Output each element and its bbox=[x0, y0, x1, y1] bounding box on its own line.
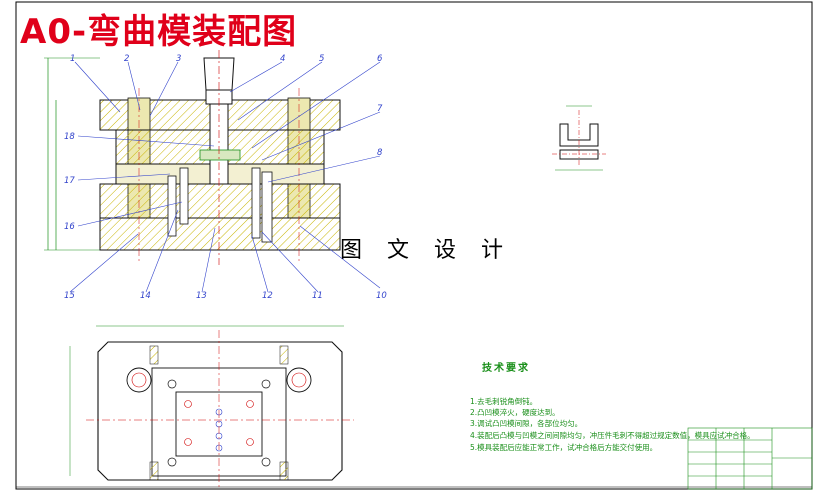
part-number-18: 18 bbox=[64, 132, 75, 142]
part-number-13: 13 bbox=[196, 291, 207, 301]
part-number-14: 14 bbox=[140, 291, 151, 301]
part-number-11: 11 bbox=[312, 291, 323, 301]
part-number-2: 2 bbox=[124, 54, 129, 64]
part-number-1: 1 bbox=[70, 54, 75, 64]
tech-note-2: 2.凸凹模淬火，硬度达到。 bbox=[470, 408, 560, 417]
part-number-6: 6 bbox=[377, 54, 383, 64]
plan-view bbox=[69, 325, 354, 488]
title-block bbox=[687, 427, 813, 490]
front-section-view bbox=[44, 50, 341, 265]
drawing-frame bbox=[15, 1, 813, 490]
tech-requirements-heading: 技术要求 bbox=[482, 363, 530, 374]
part-number-8: 8 bbox=[377, 148, 383, 158]
part-number-10: 10 bbox=[376, 291, 387, 301]
part-number-12: 12 bbox=[262, 291, 273, 301]
part-number-7: 7 bbox=[377, 104, 383, 114]
watermark-stamp: 图 文 设 计 bbox=[340, 238, 512, 263]
tech-note-5: 5.模具装配后应能正常工作，试冲合格后方能交付使用。 bbox=[470, 443, 658, 452]
tech-note-3: 3.调试凸凹模间隙，各部位均匀。 bbox=[470, 419, 583, 428]
part-number-16: 16 bbox=[64, 222, 75, 232]
part-number-5: 5 bbox=[319, 54, 324, 64]
part-number-15: 15 bbox=[64, 291, 75, 301]
tech-note-1: 1.去毛刺锐角倒钝。 bbox=[470, 397, 538, 406]
tech-note-4: 4.装配后凸模与凹模之间间隙均匀，冲压件毛刺不得超过规定数值，模具应试冲合格。 bbox=[470, 431, 755, 440]
part-number-17: 17 bbox=[64, 176, 75, 186]
drawing-title: A0-弯曲模装配图 bbox=[20, 12, 298, 52]
leader-lines bbox=[69, 61, 381, 293]
part-number-4: 4 bbox=[280, 54, 285, 64]
part-number-3: 3 bbox=[176, 54, 181, 64]
part-detail-view bbox=[552, 105, 606, 171]
